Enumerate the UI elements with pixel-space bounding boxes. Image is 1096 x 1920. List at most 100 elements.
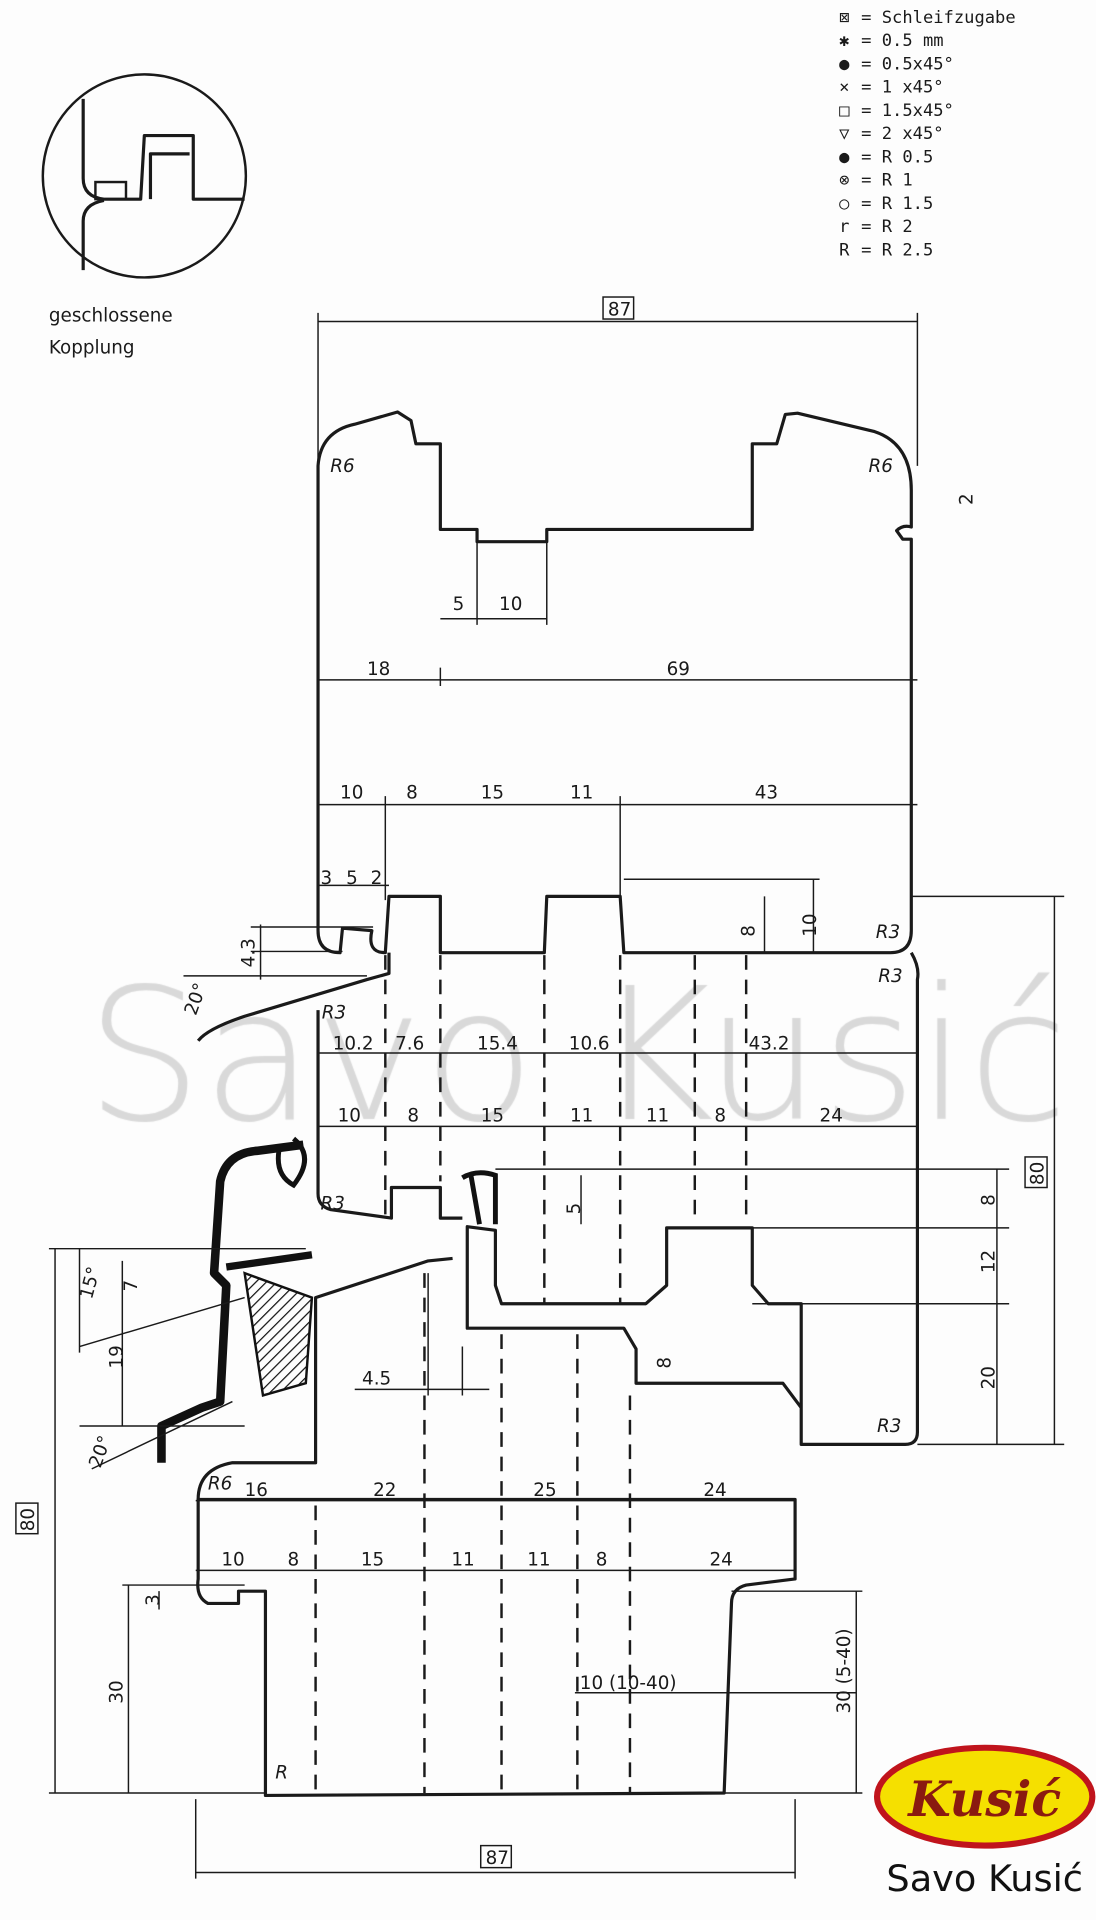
radius-label: R3 [320, 1194, 344, 1215]
dim: 10.2 [333, 1033, 374, 1054]
dim: 43.2 [749, 1033, 790, 1054]
dim: 11 [570, 1105, 593, 1126]
legend-text: = 2 x45° [861, 124, 943, 144]
radius-label: R6 [868, 456, 892, 477]
dim-5: 5 [453, 594, 465, 615]
dim-range-2: 30 (5-40) [834, 1628, 855, 1713]
dim-3: 3 [143, 1594, 164, 1606]
radius-label: R [275, 1762, 288, 1783]
dim: 11 [451, 1549, 474, 1570]
kusic-logo: Kusić Savo Kusić [873, 1744, 1096, 1900]
dim-8: 8 [978, 1194, 999, 1206]
dim-5: 5 [564, 1203, 585, 1215]
dim: 15 [361, 1549, 384, 1570]
dim: 8 [596, 1549, 608, 1570]
legend-text: = 0.5 mm [861, 31, 943, 51]
dimension-lines [48, 312, 1065, 1879]
legend-text: = R 2 [861, 217, 913, 237]
dim-2: 2 [956, 493, 977, 505]
dim: 24 [709, 1549, 732, 1570]
angle-20: 20° [85, 1433, 116, 1471]
legend-symbol: ● [839, 147, 850, 167]
dim-10: 10 [800, 913, 821, 936]
dim: 25 [533, 1480, 556, 1501]
dim-12: 12 [978, 1250, 999, 1273]
logo-emblem-text: Kusić [906, 1770, 1061, 1828]
radius-label: R3 [878, 966, 902, 987]
radius-label: R3 [876, 922, 900, 943]
legend-text: = 1 x45° [861, 78, 943, 98]
legend-symbol: r [839, 217, 849, 237]
dim: 16 [245, 1480, 268, 1501]
dim-height-right: 80 [1027, 1162, 1048, 1185]
dim-19: 19 [106, 1345, 127, 1368]
legend-text: = R 0.5 [861, 147, 933, 167]
legend-text: = R 1.5 [861, 194, 933, 214]
dim-height-left: 80 [18, 1508, 39, 1531]
legend-text: = 0.5x45° [861, 54, 954, 74]
dim-top-width: 87 [608, 299, 631, 320]
dim: 15 [481, 1105, 504, 1126]
legend: ⊠= Schleifzugabe ✱= 0.5 mm ●= 0.5x45° ×=… [839, 8, 1016, 260]
legend-text: = R 2.5 [861, 240, 933, 260]
radius-label: R3 [877, 1416, 901, 1437]
radius-label: R3 [322, 1003, 346, 1024]
dim-18: 18 [367, 659, 390, 680]
dim: 8 [407, 1105, 419, 1126]
dim-69: 69 [667, 659, 690, 680]
dim: 11 [646, 1105, 669, 1126]
dim-30: 30 [106, 1680, 127, 1703]
legend-symbol: ▽ [839, 124, 850, 144]
dim: 5 [346, 868, 358, 889]
dim-20: 20 [978, 1366, 999, 1389]
dim: 8 [714, 1105, 726, 1126]
dim: 11 [570, 783, 593, 804]
dim: 3 [320, 868, 332, 889]
legend-text: = 1.5x45° [861, 101, 954, 121]
detail-label-1: geschlossene [49, 305, 173, 326]
logo-name: Savo Kusić [886, 1857, 1083, 1900]
dim-7: 7 [121, 1280, 142, 1292]
radius-label: R6 [208, 1474, 232, 1495]
dim: 15 [481, 783, 504, 804]
legend-symbol: ● [839, 54, 850, 74]
dim: 10 [338, 1105, 361, 1126]
dim-4-3: 4.3 [238, 938, 259, 967]
detail-label-2: Kopplung [49, 337, 135, 358]
legend-symbol: □ [839, 101, 850, 121]
dim: 10 [340, 783, 363, 804]
dim-8: 8 [654, 1357, 675, 1369]
dim-bottom-width: 87 [486, 1848, 509, 1869]
dim: 8 [406, 783, 418, 804]
dim: 2 [371, 868, 383, 889]
dim: 24 [703, 1480, 726, 1501]
dim-4-5: 4.5 [362, 1368, 391, 1389]
dim-8: 8 [739, 925, 760, 937]
dim: 43 [755, 783, 778, 804]
legend-symbol: × [839, 78, 849, 98]
radius-label: R6 [330, 456, 354, 477]
angle-20: 20° [181, 980, 212, 1018]
dim: 15.4 [477, 1033, 518, 1054]
coupling-detail: geschlossene Kopplung [41, 73, 248, 358]
dimension-labels: 87 2 5 10 18 69 10 8 15 11 43 3 5 2 4.3 … [15, 296, 1048, 1869]
dim: 11 [527, 1549, 550, 1570]
legend-symbol: ✱ [839, 31, 849, 51]
legend-symbol: ⊠ [839, 8, 849, 28]
dim-range-1: 10 (10-40) [580, 1673, 677, 1694]
dim: 10.6 [569, 1033, 610, 1054]
dim: 10 [221, 1549, 244, 1570]
legend-symbol: ○ [839, 194, 850, 214]
legend-symbol: R [839, 240, 850, 260]
dim: 22 [373, 1480, 396, 1501]
section-lines [314, 955, 748, 1794]
dim: 24 [820, 1105, 843, 1126]
legend-text: = R 1 [861, 171, 913, 191]
dim: 8 [287, 1549, 299, 1570]
profile-outlines [157, 410, 920, 1798]
dim: 7.6 [395, 1033, 424, 1054]
legend-symbol: ⊗ [839, 171, 849, 191]
dim-10: 10 [499, 594, 522, 615]
